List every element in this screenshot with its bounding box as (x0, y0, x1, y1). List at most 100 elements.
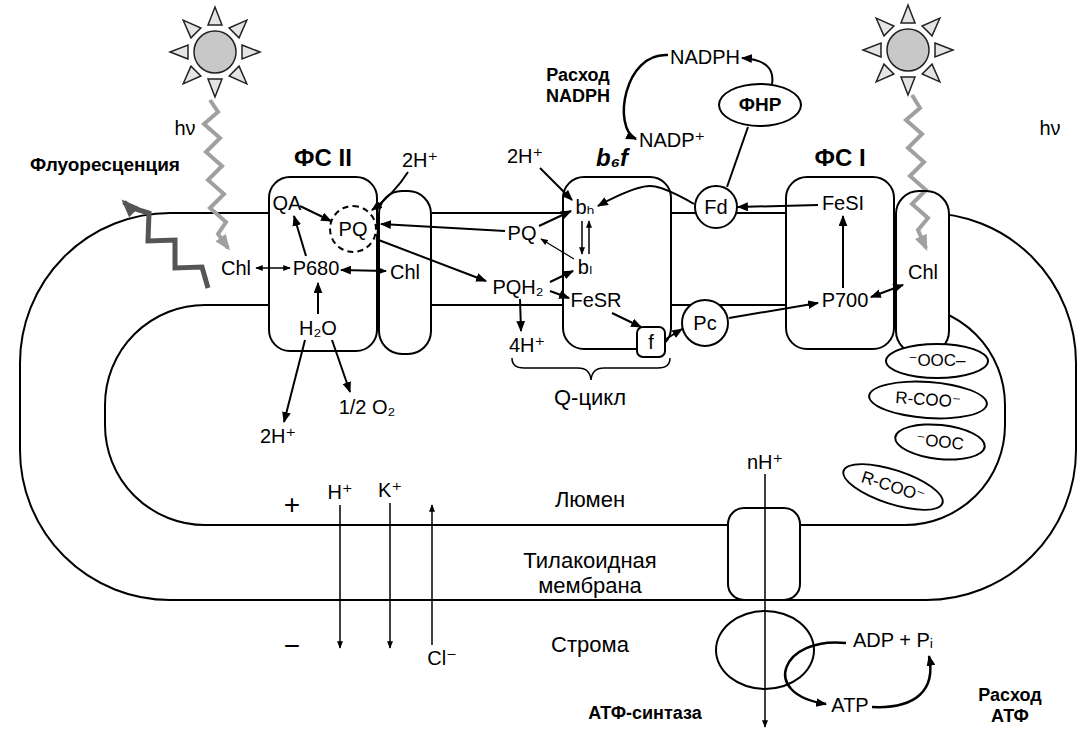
cycle-label: Q-цикл (554, 385, 626, 410)
carrier-arrow (539, 211, 571, 226)
transfer-arrow (727, 127, 748, 187)
component-label: Fd (704, 196, 727, 219)
proton-label: 2H⁺ (260, 425, 296, 448)
proton-label: 4H⁺ (509, 334, 545, 357)
component-label: f (648, 331, 654, 354)
component-label: FeSI (822, 192, 864, 215)
proton-arrow (540, 168, 572, 200)
component-label: Pc (693, 312, 716, 335)
transfer-arrow (871, 285, 903, 297)
consumption-label: Расход АТФ (970, 685, 1050, 726)
charge-sign: − (284, 630, 300, 662)
component-label: ⁻OOC (915, 430, 964, 454)
product-label: 1/2 O₂ (339, 396, 396, 419)
ion-label: K⁺ (378, 479, 402, 502)
region-label: Тилакоидная мембрана (510, 548, 670, 599)
transfer-arrow (666, 329, 682, 339)
carboxyl-group: R-COO⁻ (867, 377, 989, 423)
metabolite-label: ATP (831, 694, 868, 717)
antenna-chlorophyll: Chl (895, 190, 950, 355)
proton-label: 2H⁺ (402, 149, 438, 172)
transfer-arrow (729, 303, 818, 318)
ion-flux-arrow (431, 505, 433, 645)
carrier-label: PQH₂ (492, 276, 543, 299)
carrier-label: PQ (508, 222, 537, 245)
plastocyanin-circle: Pc (681, 299, 729, 347)
product-arrow (284, 340, 305, 422)
reduction-arrow (742, 58, 772, 84)
ion-flux-arrow (389, 503, 391, 648)
ion-flux-arrow (339, 505, 341, 648)
sun-ray (178, 15, 201, 38)
sun-ray (208, 7, 222, 25)
component-label: P700 (822, 289, 869, 312)
proton-arrow (520, 299, 521, 331)
component-label: P680 (293, 257, 340, 280)
proton-label: 2H⁺ (507, 145, 543, 168)
sun-ray (178, 66, 201, 89)
pigment-label: Chl (221, 257, 251, 280)
thylakoid-outer-membrane (20, 213, 1076, 600)
complex-heading: b₆f (596, 144, 628, 172)
complex-ground (378, 190, 432, 355)
atp-synthase-channel (728, 508, 800, 600)
sun-ray (229, 66, 252, 89)
component-label: R-COO⁻ (895, 388, 962, 412)
component-label: Chl (908, 261, 938, 284)
product-arrow (332, 340, 350, 392)
metabolite-label: NADP⁺ (639, 129, 705, 152)
photosystem-complex: ФС IIQAP680H₂OPQ (268, 176, 378, 352)
electron-arrow (581, 221, 583, 254)
complex-ground (562, 176, 672, 350)
component-label: bₕ (575, 196, 594, 219)
cytochrome-complex: b₆fbₕbₗFeSRf (562, 176, 672, 350)
carrier-arrow (381, 224, 505, 231)
sun-symbol (170, 7, 260, 97)
proton-label: nH⁺ (747, 451, 783, 474)
complex-ground (785, 176, 895, 350)
transfer-arrow (300, 206, 331, 221)
metabolite-label: ADP + Pᵢ (853, 629, 933, 652)
atp-synthase: АТФ-синтаза (715, 610, 815, 690)
sun-ray (242, 45, 260, 59)
photosystem-complex: ФС IFeSIP700 (785, 176, 895, 350)
electron-arrow (294, 216, 306, 256)
carboxyl-group: R-COO⁻ (837, 454, 949, 521)
electron-arrow (588, 221, 590, 254)
light-label: hν (1039, 117, 1060, 140)
metabolite-label: NADPH (670, 46, 740, 69)
fluorescence-arrow (124, 202, 208, 288)
cytochrome-f: f (636, 326, 666, 358)
light-arrow (906, 95, 928, 248)
electron-arrow (317, 283, 319, 314)
ion-label: Cl⁻ (427, 647, 456, 670)
component-label: R-COO⁻ (859, 468, 927, 507)
electron-arrow (842, 216, 844, 288)
q-cycle-brace (512, 358, 670, 380)
antenna-chlorophyll: Chl (378, 190, 432, 355)
carrier-arrow (550, 291, 569, 298)
light-arrow (204, 100, 228, 248)
transfer-arrow (598, 186, 694, 206)
enzyme-ellipse: ФНР (718, 83, 802, 127)
ion-label: H⁺ (328, 481, 353, 504)
consumption-arrow (872, 656, 930, 707)
complex-heading: ФС II (294, 144, 352, 172)
complex-heading: ФС I (814, 144, 865, 172)
consumption-arrow (624, 55, 668, 139)
sun-ray (229, 15, 252, 38)
carboxyl-group: ⁻OOC– (885, 343, 989, 379)
sun-symbol (863, 5, 953, 95)
component-label: ФНР (739, 94, 782, 116)
component-label: Chl (390, 261, 420, 284)
component-label: bₗ (578, 256, 592, 279)
charge-sign: + (284, 489, 300, 521)
carboxyl-group: ⁻OOC (892, 419, 987, 464)
complex-ground (268, 176, 378, 352)
transfer-arrow (612, 313, 641, 327)
light-label: hν (174, 117, 195, 140)
sun-ray (170, 45, 188, 59)
region-label: Строма (551, 632, 629, 657)
